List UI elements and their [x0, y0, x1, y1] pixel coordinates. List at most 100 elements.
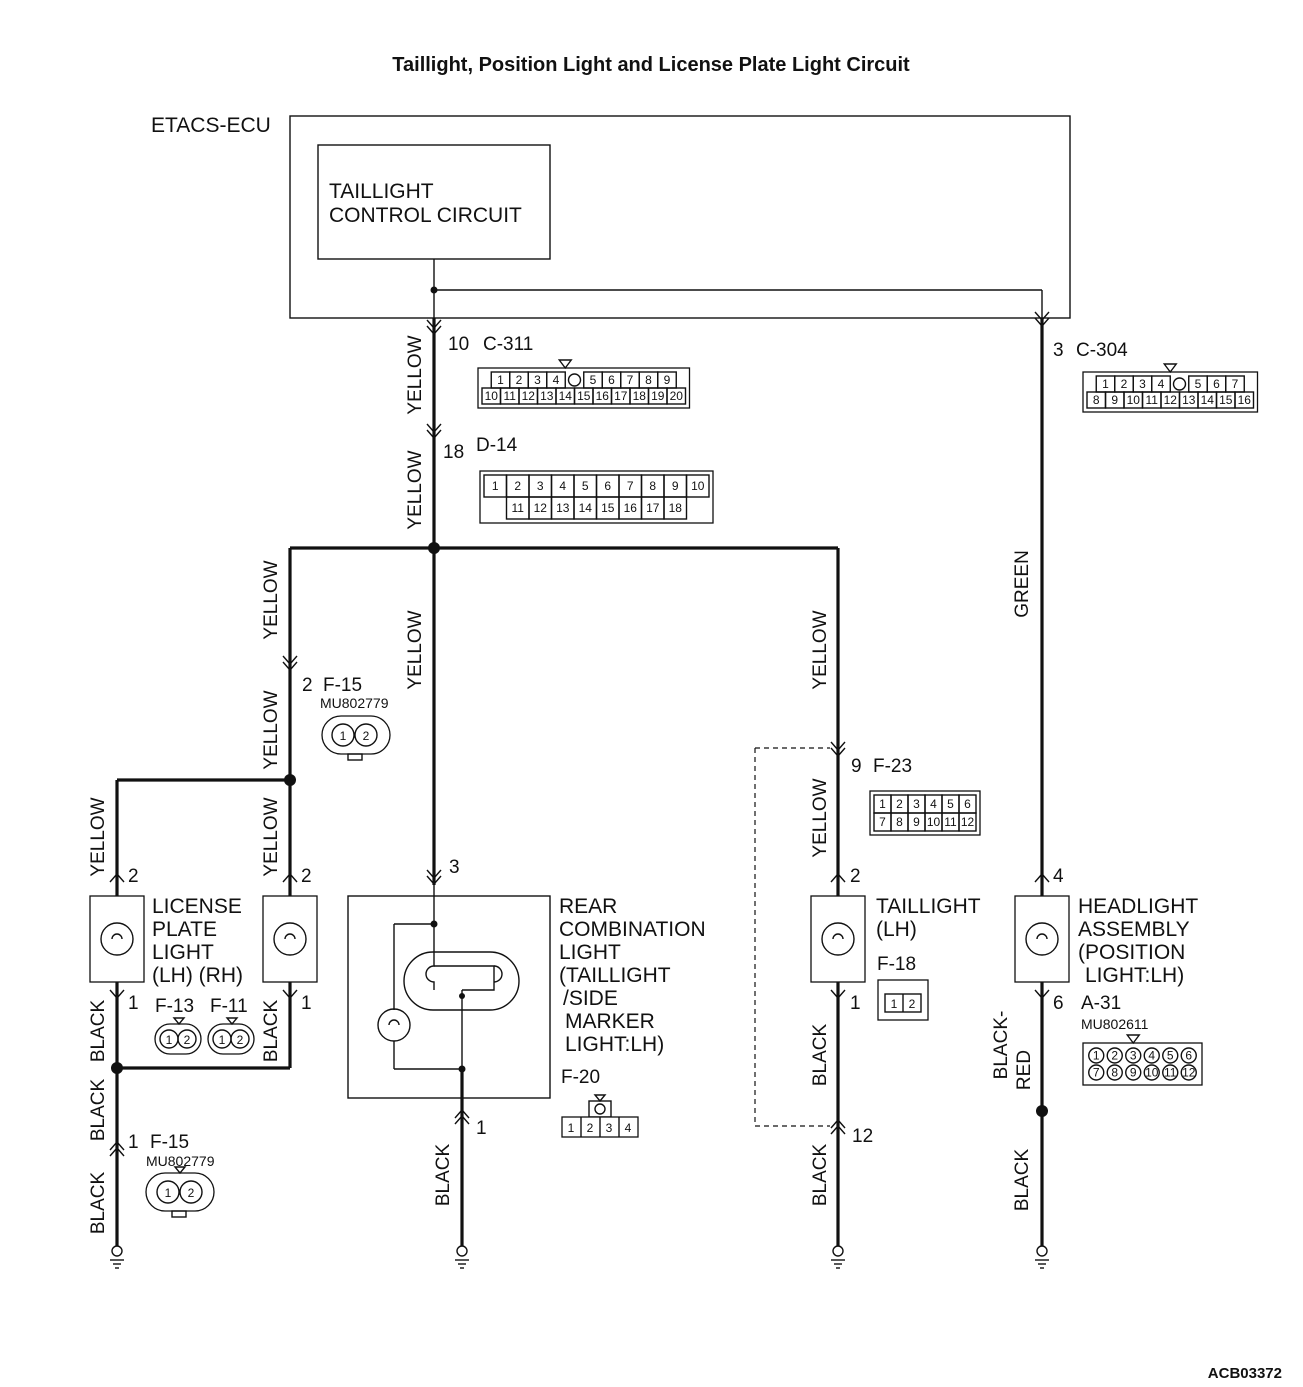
c311-pin-label: 14	[559, 389, 573, 403]
a31-pin-cell	[1180, 1064, 1197, 1081]
f15-bottom-pin-1: 1	[165, 1186, 172, 1200]
wire-label-yellow-3: YELLOW	[261, 560, 282, 639]
c304-latch	[1162, 363, 1178, 374]
c304-pin-label: 3	[1139, 377, 1146, 391]
c304-pin-label: 8	[1093, 393, 1100, 407]
d14-pin-label: 13	[556, 501, 570, 515]
taillight-pin-out: 1	[850, 993, 861, 1014]
d14-pin-label: 16	[624, 501, 638, 515]
c311-pin-label: 9	[664, 373, 671, 387]
d14-pin-label: 17	[646, 501, 660, 515]
a31-pin-label: 7	[1093, 1066, 1100, 1080]
wire-label-yellow-8: YELLOW	[810, 610, 831, 689]
a31-pin-cell	[1106, 1047, 1123, 1064]
a31-latch	[1125, 1034, 1141, 1045]
c311-pin-label: 2	[516, 373, 523, 387]
wire-label-black-3: BLACK	[88, 1172, 109, 1235]
wire-label-yellow-4: YELLOW	[261, 690, 282, 769]
c304-pin-label: 7	[1232, 377, 1239, 391]
a31-pin-label: 6	[1185, 1049, 1192, 1063]
c311-pin-label: 11	[504, 389, 517, 403]
wire-label-yellow-2: YELLOW	[405, 450, 426, 529]
f15-bottom-name: F-15	[150, 1132, 189, 1153]
d14-pin-label: 14	[579, 501, 593, 515]
f20-pin-1: 1	[568, 1121, 575, 1135]
wire-label-black-5: BLACK	[433, 1144, 454, 1207]
d14-pin-cell	[685, 474, 710, 498]
license-rh-pin-in: 2	[301, 866, 312, 887]
c304-pin-label: 4	[1158, 377, 1165, 391]
c311-pin-label: 8	[645, 373, 652, 387]
d14-pin-label: 4	[559, 479, 566, 493]
d14-pin-label: 2	[514, 479, 521, 493]
wire-label-black-7: BLACK	[810, 1144, 831, 1207]
c304-pin-label: 11	[1146, 393, 1159, 407]
headlight-label-3: (POSITION	[1078, 941, 1185, 964]
a31-pin-label: 8	[1111, 1066, 1118, 1080]
junction-license-ground	[111, 1062, 123, 1074]
license-label-2: PLATE	[152, 918, 217, 941]
f20-pin-4: 4	[625, 1121, 632, 1135]
f11-name: F-11	[210, 996, 248, 1017]
d14-pin-label: 8	[649, 479, 656, 493]
f23-pin-label: 12	[961, 815, 975, 829]
a31-pin-cell	[1162, 1064, 1179, 1081]
taillight-lh	[810, 885, 866, 1246]
license-label-3: LIGHT	[152, 941, 214, 964]
a31-pin-cell	[1125, 1047, 1142, 1064]
diagram-title: Taillight, Position Light and License Pl…	[392, 54, 910, 76]
a31-pin-cell	[1106, 1064, 1123, 1081]
f18-pin-1: 1	[891, 997, 898, 1011]
a31-pin-cell	[1180, 1047, 1197, 1064]
c311-pin-label: 19	[651, 389, 665, 403]
rear-combo-label-6: MARKER	[565, 1010, 655, 1033]
ground-symbol	[831, 1245, 845, 1269]
license-rh-pin-out: 1	[301, 993, 312, 1014]
c311-pin-label: 7	[627, 373, 634, 387]
c304-pin-label: 16	[1238, 393, 1252, 407]
wire-label-yellow-6: YELLOW	[88, 797, 109, 876]
a31-pin-label: 11	[1164, 1066, 1177, 1080]
c304-key	[1172, 377, 1187, 391]
f23-pin: 9	[851, 756, 862, 777]
a31-pin-label: 9	[1130, 1066, 1137, 1080]
f13-pin-1: 1	[166, 1033, 173, 1047]
junction-main	[428, 542, 440, 554]
f23-pin-label: 1	[879, 797, 886, 811]
f23-pin-label: 5	[947, 797, 954, 811]
d14-pin-label: 12	[534, 501, 548, 515]
license-lh-pin-out: 1	[128, 993, 139, 1014]
f23-pin-label: 6	[964, 797, 971, 811]
rear-combo-label-5: /SIDE	[563, 987, 618, 1010]
rear-combo-label-1: REAR	[559, 895, 617, 918]
f20-pin-3: 3	[606, 1121, 613, 1135]
a31-name: A-31	[1081, 993, 1121, 1014]
a31-part: MU802611	[1081, 1016, 1149, 1032]
ground-symbol	[110, 1245, 124, 1269]
c304-pin-label: 6	[1213, 377, 1220, 391]
wire-label-yellow-1: YELLOW	[405, 335, 426, 414]
license-plate-light-lh	[89, 885, 145, 1246]
wire-label-green: GREEN	[1012, 550, 1033, 618]
c311-pin-label: 3	[534, 373, 541, 387]
a31-pin-label: 4	[1148, 1049, 1155, 1063]
f11-connector-face: 1 2	[207, 1017, 255, 1055]
a31-pin-cell	[1143, 1064, 1160, 1081]
wire-label-yellow-7: YELLOW	[405, 610, 426, 689]
license-plate-light-rh	[117, 885, 318, 1070]
d14-pin: 18	[443, 442, 464, 463]
wire-label-black-red-1: BLACK-	[991, 1011, 1012, 1080]
d14-pin-cell	[663, 496, 688, 520]
rear-combination-light	[347, 885, 551, 1246]
wire-label-yellow-9: YELLOW	[810, 778, 831, 857]
c304-pin-label: 12	[1164, 393, 1178, 407]
ground-symbols	[110, 1245, 1049, 1269]
f11-pin-1: 1	[219, 1033, 226, 1047]
f18-pin-2: 2	[909, 997, 916, 1011]
f15-top-pin-2: 2	[363, 729, 370, 743]
control-circuit-line1: TAILLIGHT	[329, 180, 434, 203]
